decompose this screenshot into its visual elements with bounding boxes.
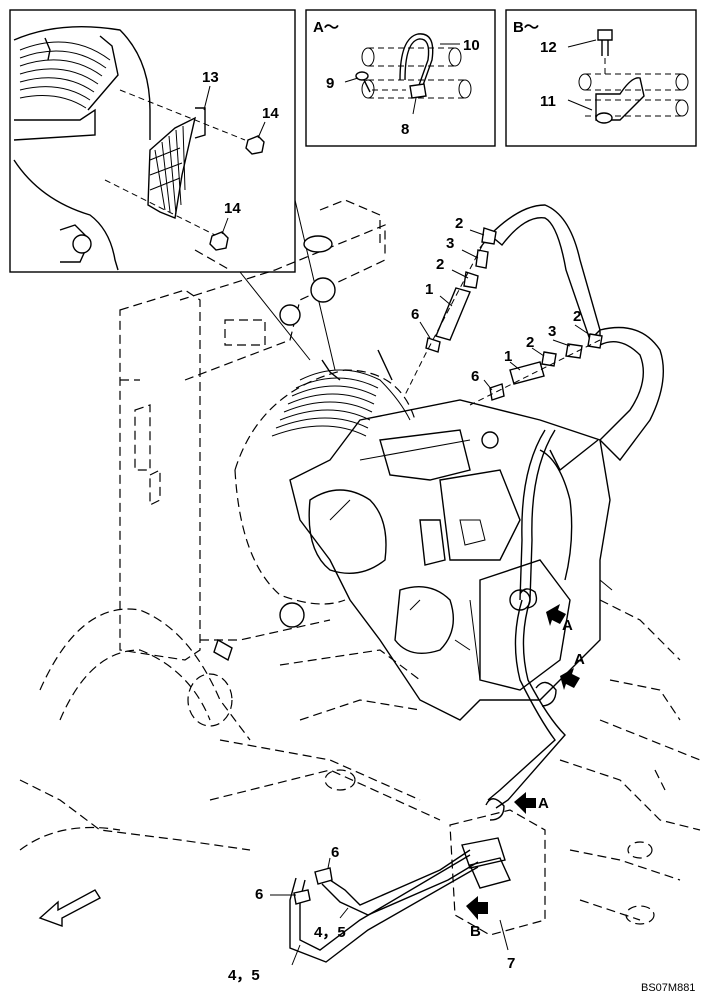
pipe-fittings-column-1: 2 3 2 1 6 xyxy=(404,215,497,396)
upper-fan-guard xyxy=(19,35,119,111)
cooling-fan-with-guard xyxy=(234,349,416,605)
detail-a-inset: A～ 10 9 8 xyxy=(305,9,496,147)
callout-3-col1: 3 xyxy=(446,235,454,252)
view-marker-a-2: A xyxy=(560,651,585,690)
view-label-a-3: A xyxy=(538,795,549,812)
forward-direction-arrow-icon xyxy=(38,889,101,927)
callout-1-row2: 1 xyxy=(504,348,512,365)
callout-10: 10 xyxy=(463,37,480,54)
pipe-1-upper xyxy=(435,287,471,341)
view-label-a-1: A xyxy=(562,617,573,634)
callout-2-row2-right: 2 xyxy=(573,308,581,325)
heater-hose-route: 6 6 4，5 4，5 xyxy=(228,429,566,984)
loop-clamp-a1 xyxy=(519,588,538,609)
callout-4-5-upper: 4，5 xyxy=(314,924,346,941)
callout-4-5-lower: 4，5 xyxy=(228,967,260,984)
callout-2-col1-mid: 2 xyxy=(436,256,444,273)
view-marker-a-3: A xyxy=(514,792,549,814)
loop-clamp-a2 xyxy=(535,681,557,707)
heater-unit-7: 7 xyxy=(449,809,546,972)
screw-9 xyxy=(355,71,371,93)
loop-clamp-a3 xyxy=(485,798,505,821)
engine-block xyxy=(289,399,611,721)
pipe-1-lower xyxy=(509,361,545,385)
callout-13: 13 xyxy=(202,69,219,86)
hose-clamp-10 xyxy=(399,33,434,99)
callout-2-col1-top: 2 xyxy=(455,215,463,232)
inset-a-title: A～ xyxy=(313,19,339,36)
callout-7: 7 xyxy=(507,955,515,972)
pipe-fittings-row-2: 2 3 2 1 6 xyxy=(469,308,603,406)
callout-6-bottom-a: 6 xyxy=(331,844,339,861)
clamp-6-bottom-b xyxy=(293,889,311,905)
callout-14-lower: 14 xyxy=(224,200,241,217)
bolt-14-lower xyxy=(209,231,229,251)
view-label-b: B xyxy=(470,923,481,940)
callout-12: 12 xyxy=(540,39,557,56)
hose-clamp-2-left xyxy=(541,351,557,367)
upper-structure-frame xyxy=(19,579,701,925)
fan-guard-detail-inset: 13 14 14 xyxy=(9,9,296,273)
drawing-code: BS07M881 xyxy=(641,982,695,994)
hose-clamp-2-mid xyxy=(463,271,479,289)
clamp-6-upper xyxy=(425,337,441,353)
bolt-12 xyxy=(597,29,613,56)
lower-fan-guard-part-13 xyxy=(147,107,206,219)
view-marker-a-1: A xyxy=(546,604,573,634)
hose-clamp-2-right xyxy=(587,333,603,349)
hose-clamp-2-top xyxy=(481,227,497,245)
callout-14-upper: 14 xyxy=(262,105,279,122)
callout-6-col1: 6 xyxy=(411,306,419,323)
callout-3-row2: 3 xyxy=(548,323,556,340)
clamp-6-bottom-a xyxy=(314,867,333,885)
bolt-14-upper xyxy=(245,135,265,155)
detail-b-inset: B～ 12 11 xyxy=(505,9,697,147)
hose-joint-3-top xyxy=(475,249,489,269)
callout-6-row2: 6 xyxy=(471,368,479,385)
callout-11: 11 xyxy=(540,93,556,110)
view-marker-b: B xyxy=(466,896,488,940)
callout-6-bottom-b: 6 xyxy=(255,886,263,903)
callout-1-col1: 1 xyxy=(425,281,433,298)
callout-2-row2-left: 2 xyxy=(526,334,534,351)
clamp-11 xyxy=(595,77,645,124)
callout-8: 8 xyxy=(401,121,409,138)
view-label-a-2: A xyxy=(574,651,585,668)
callout-9: 9 xyxy=(326,75,334,92)
radiator-frame xyxy=(119,199,386,661)
inset-b-title: B～ xyxy=(513,19,539,36)
